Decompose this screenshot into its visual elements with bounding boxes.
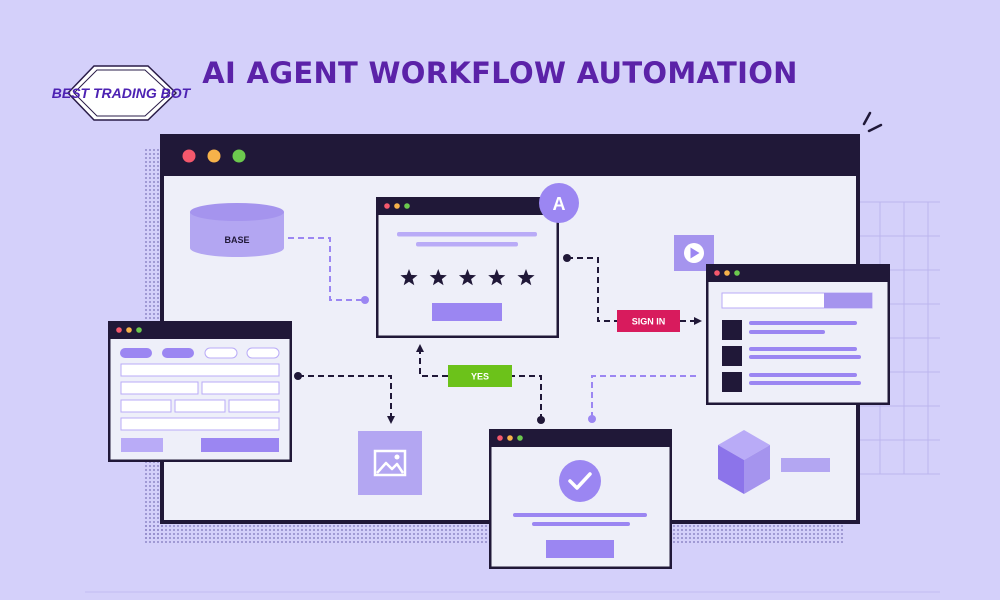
star-icon[interactable] (400, 269, 418, 286)
form-field[interactable] (201, 381, 280, 395)
star-icon[interactable] (488, 269, 506, 286)
sign-in-label: SIGN IN (632, 317, 666, 327)
yes-badge[interactable]: YES (448, 365, 512, 387)
rating-submit-button[interactable] (432, 303, 502, 321)
connector-node (294, 372, 302, 380)
star-icon[interactable] (458, 269, 477, 286)
form-field[interactable] (174, 399, 226, 413)
window-minimize-dot[interactable] (207, 149, 221, 163)
play-icon[interactable] (674, 235, 714, 271)
agent-badge-letter: A (553, 194, 566, 214)
database-label: BASE (224, 235, 249, 245)
rating-window (376, 197, 559, 338)
confirmation-window (489, 429, 672, 569)
window-maximize-dot[interactable] (232, 149, 246, 163)
check-icon (559, 460, 601, 502)
cube-label-bar (781, 458, 830, 472)
form-field[interactable] (120, 363, 280, 377)
form-window (108, 321, 292, 462)
page-title: AI AGENT WORKFLOW AUTOMATION (202, 56, 797, 90)
sparkle-decoration (862, 111, 883, 133)
agent-badge: A (539, 183, 579, 223)
connector-rating-to-signin (567, 257, 702, 325)
star-icon[interactable] (429, 269, 447, 286)
brand-logo: BEST TRADING BOT (52, 65, 192, 121)
image-icon (358, 431, 422, 495)
cube-icon (718, 430, 770, 494)
connector-node (537, 416, 545, 424)
form-field[interactable] (228, 399, 280, 413)
connector-form-to-image (298, 375, 395, 424)
form-cancel-button[interactable] (121, 438, 163, 452)
form-submit-button[interactable] (201, 438, 279, 452)
list-window (706, 264, 890, 405)
database-icon (190, 203, 284, 257)
confirm-button[interactable] (546, 540, 614, 558)
star-icon[interactable] (517, 269, 535, 286)
connector-node (588, 415, 596, 423)
connector-base-to-rating (288, 237, 362, 301)
connector-check-yes-to-rating (416, 344, 542, 420)
form-field[interactable] (120, 417, 280, 431)
rating-stars[interactable] (400, 269, 535, 286)
yes-label: YES (471, 372, 489, 382)
form-field[interactable] (120, 381, 199, 395)
brand-logo-text: BEST TRADING BOT (52, 85, 192, 101)
list-search-button[interactable] (824, 293, 872, 308)
connector-check-to-list (591, 375, 700, 418)
connector-node (563, 254, 571, 262)
window-close-dot[interactable] (182, 149, 196, 163)
sign-in-button[interactable]: SIGN IN (617, 310, 680, 332)
connector-node (361, 296, 369, 304)
form-field[interactable] (120, 399, 172, 413)
